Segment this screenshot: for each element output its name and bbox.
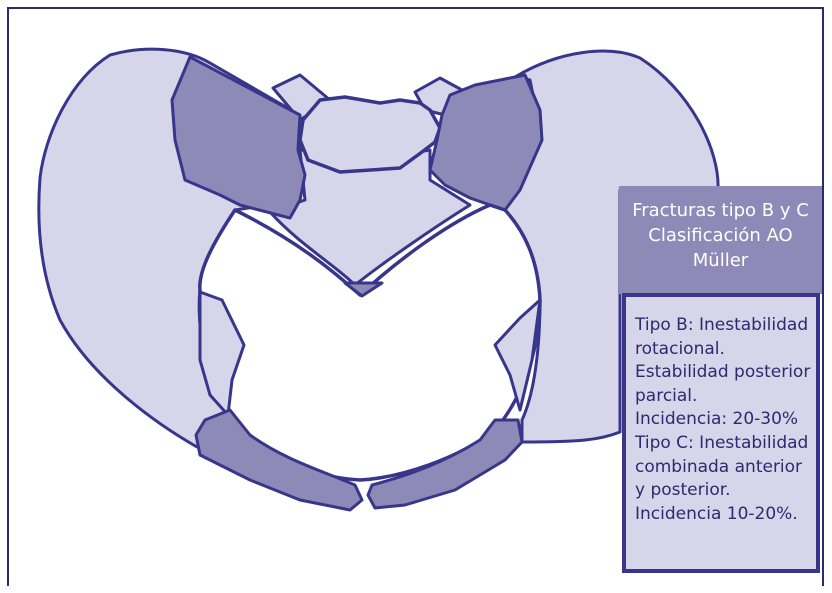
info-line-1: Tipo B: Inestabilidad: [635, 314, 816, 338]
title-line-3: Müller: [619, 248, 822, 273]
info-line-3: Estabilidad posterior: [635, 361, 816, 385]
classification-title-box: Fracturas tipo B y C Clasificación AO Mü…: [619, 186, 822, 294]
info-line-4: parcial.: [635, 385, 816, 409]
info-line-2: rotacional.: [635, 338, 816, 362]
info-line-5: Incidencia: 20-30%: [635, 408, 816, 432]
info-line-9: Incidencia 10-20%.: [635, 503, 816, 527]
title-line-1: Fracturas tipo B y C: [619, 198, 822, 223]
title-line-2: Clasificación AO: [619, 223, 822, 248]
info-line-7: combinada anterior: [635, 456, 816, 480]
fracture-info-box: Tipo B: Inestabilidad rotacional. Estabi…: [622, 293, 820, 573]
info-line-8: y posterior.: [635, 479, 816, 503]
info-line-6: Tipo C: Inestabilidad: [635, 432, 816, 456]
